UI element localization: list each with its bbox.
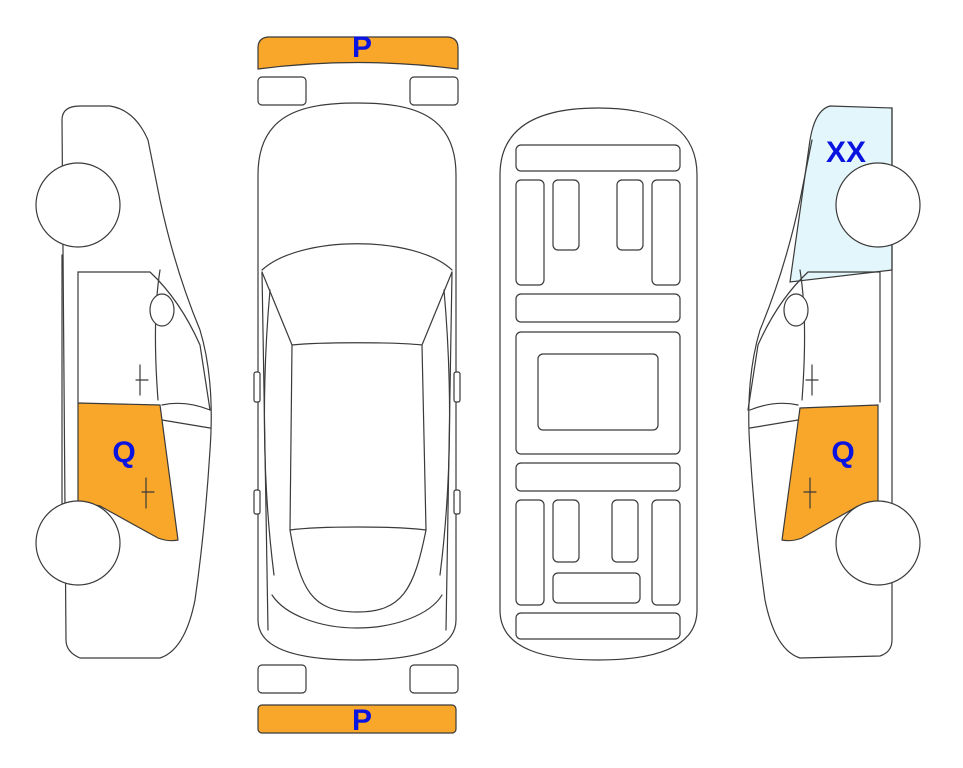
under-panel [515, 179, 545, 286]
under-panel [651, 179, 681, 286]
left-rear-door-damage[interactable] [77, 402, 179, 542]
left-mirror [253, 371, 261, 403]
rear-right-light [409, 664, 459, 694]
car-right-side-view: Q XX [747, 105, 921, 659]
right-body-outline [748, 107, 893, 659]
under-panel [515, 612, 681, 640]
under-panel [515, 462, 681, 492]
under-panel [552, 179, 580, 251]
roof-panel [289, 342, 427, 531]
left-mirror [149, 293, 175, 327]
rear-bumper-label: P [352, 704, 372, 737]
under-panel [552, 499, 580, 563]
under-panel [616, 179, 644, 251]
right-rear-door-label: Q [831, 436, 854, 469]
front-right-light [409, 76, 459, 106]
front-bumper-damage[interactable] [257, 36, 459, 70]
windshield [261, 243, 453, 271]
under-panel [651, 499, 681, 606]
underside-outline [499, 107, 698, 661]
car-underside-view [499, 107, 698, 661]
left-door-line [77, 269, 161, 403]
left-handle [253, 489, 261, 515]
side-inner-left [263, 289, 275, 576]
left-handle-front [135, 364, 149, 396]
front-left-light [257, 76, 307, 106]
right-handle-rear [803, 477, 817, 509]
left-rear-wheel [35, 500, 121, 586]
left-pillar-detail [161, 402, 211, 429]
left-window-line [77, 271, 211, 411]
right-rear-wheel [835, 500, 921, 586]
rear-window [289, 529, 427, 613]
right-door-line [799, 269, 881, 403]
right-window-line [747, 271, 881, 411]
front-bumper-label: P [352, 31, 372, 64]
side-inner-right [439, 289, 451, 576]
front-pillars [261, 271, 453, 346]
rear-left-light [257, 664, 307, 694]
under-panel [537, 353, 659, 431]
right-handle [453, 489, 461, 515]
right-quarter-label: XX [826, 136, 866, 169]
right-pillar-detail [749, 402, 799, 429]
left-handle-rear [141, 477, 155, 509]
under-panel [552, 572, 641, 604]
left-rear-door-label: Q [112, 436, 135, 469]
under-panel [611, 499, 639, 563]
under-panel [515, 499, 545, 606]
right-rear-door-damage[interactable] [781, 404, 879, 542]
right-front-wheel [835, 162, 921, 248]
under-panel [515, 293, 681, 323]
right-mirror [783, 293, 809, 327]
rear-bumper-damage[interactable] [257, 704, 457, 734]
right-mirror [453, 371, 461, 403]
car-left-side-view: Q [35, 105, 212, 659]
car-body-top-outline [257, 102, 457, 661]
car-top-view: P P [253, 31, 461, 737]
left-body-outline [61, 105, 212, 659]
left-front-wheel [35, 162, 121, 248]
rear-pillars [271, 594, 443, 629]
under-panel [515, 144, 681, 172]
right-handle-front [805, 364, 819, 396]
